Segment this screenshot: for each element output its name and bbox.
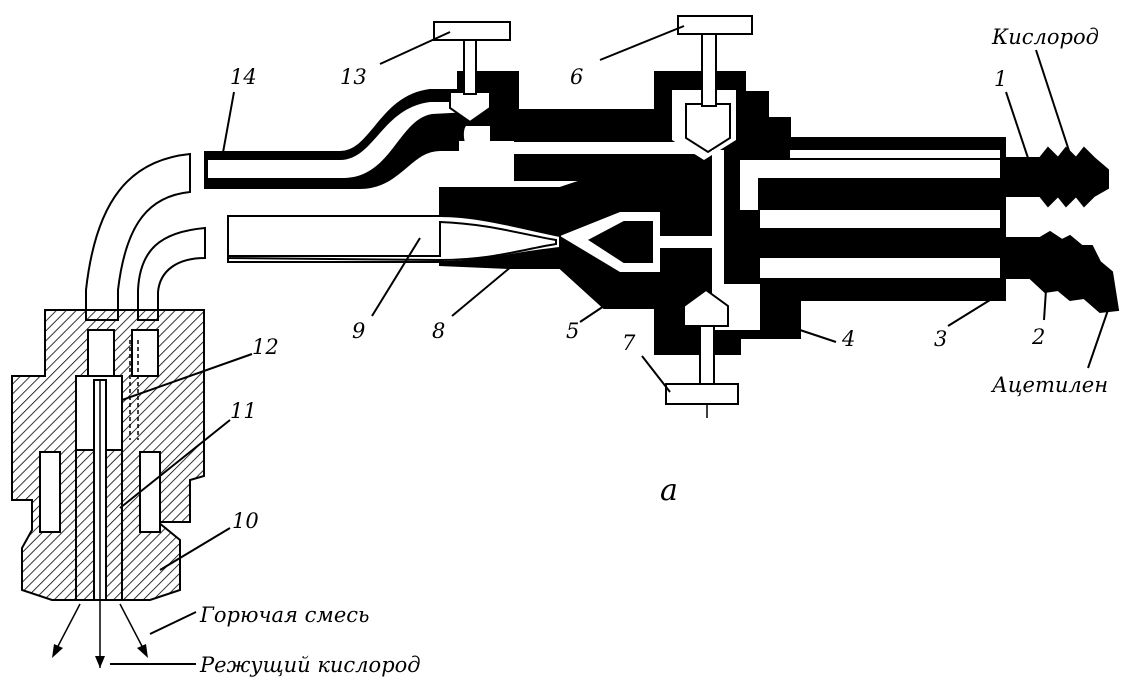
label-3: 3 [934,327,947,351]
valve-7-handwheel [665,383,739,405]
valve-stems [433,15,753,418]
label-2: 2 [1031,325,1045,349]
valve-7-stem [699,325,715,387]
label-fuel-mix: Горючая смесь [199,603,369,627]
label-1: 1 [994,67,1007,91]
leader-lines [110,25,1109,665]
label-7: 7 [622,331,636,355]
flow-arrows [1017,177,1113,307]
label-oxygen: Кислород [991,25,1099,49]
label-6: 6 [570,65,583,89]
label-14: 14 [230,65,257,89]
label-9: 9 [352,319,365,343]
label-cutting-oxygen: Режущий кислород [199,653,421,677]
figure-letter: а [660,473,678,508]
valve-13-handwheel [433,21,511,41]
label-4: 4 [841,327,855,351]
valve-6-stem [701,33,717,107]
labels: 14 13 6 Кислород 1 9 8 5 7 4 3 2 Ацетиле… [199,25,1108,677]
label-12: 12 [252,335,279,359]
label-13: 13 [340,65,367,89]
label-11: 11 [230,399,257,423]
valve-6-handwheel [677,15,753,35]
internal-channels [208,90,1000,330]
cutting-head [11,152,206,668]
label-5: 5 [566,319,579,343]
label-8: 8 [432,319,445,343]
label-acetylene: Ацетилен [990,373,1108,397]
valve-13-stem [463,39,477,95]
label-10: 10 [232,509,259,533]
